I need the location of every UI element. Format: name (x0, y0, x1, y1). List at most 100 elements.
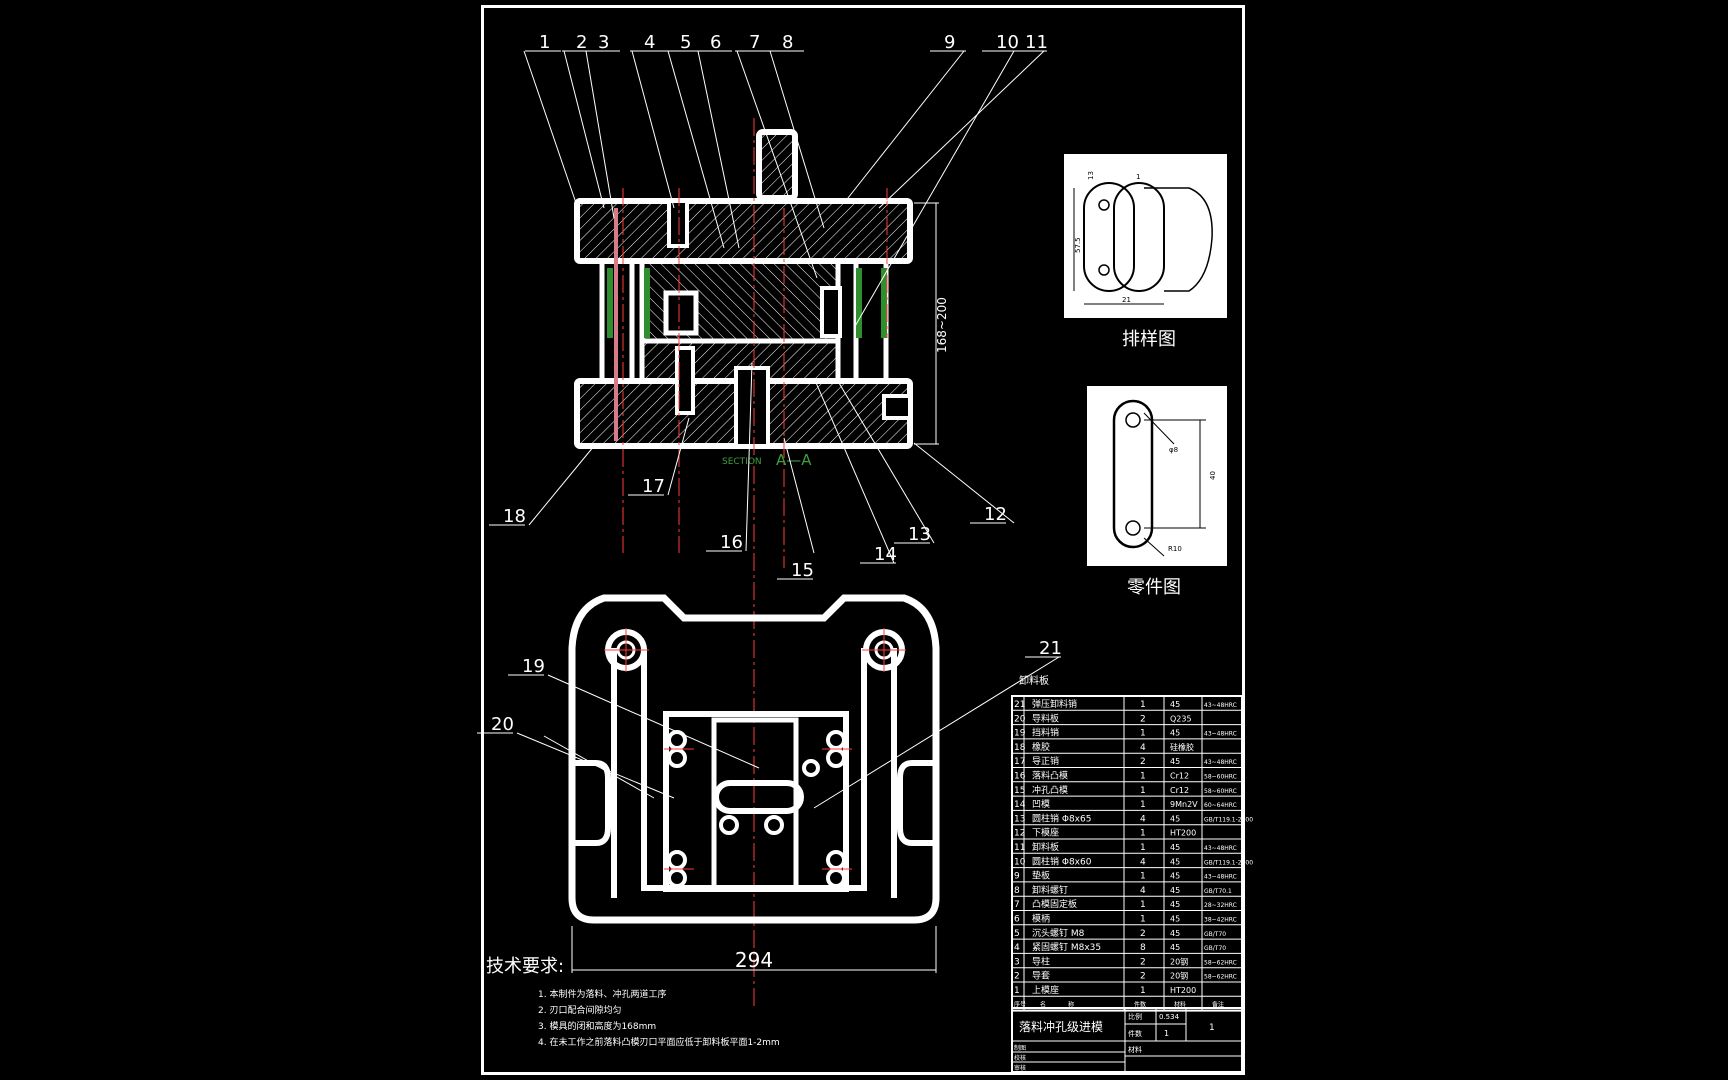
callout-leader-2 (563, 50, 605, 209)
tech-item-3: 3. 模具的闭和高度为168mm (538, 1020, 656, 1032)
bom-cell: 12 (1014, 829, 1025, 839)
bom-cell: 1 (1140, 829, 1146, 839)
section-name: A—A (776, 451, 812, 469)
title-name: 落料冲孔级进模 (1019, 1019, 1103, 1034)
plan-leader-20 (543, 735, 655, 799)
pin-6 (826, 748, 846, 768)
callout-leader-5 (667, 50, 725, 249)
bom-cell: 8 (1140, 943, 1146, 953)
pin-7 (826, 850, 846, 870)
callout-leader-7 (736, 50, 818, 279)
bom-cell: 2 (1140, 972, 1146, 982)
callout-leader-1 (523, 50, 577, 204)
bom-cell: 43~48HRC (1204, 702, 1237, 709)
layout-dim-21: 21 (1122, 296, 1131, 304)
bom-cell: 15 (1014, 786, 1025, 796)
part-dim-40: 40 (1209, 471, 1217, 480)
pin-8 (826, 868, 846, 888)
plan-center-lines (604, 628, 906, 870)
bom-cell: 13 (1014, 814, 1025, 824)
pin-2 (667, 748, 687, 768)
pin-1 (667, 730, 687, 750)
bom-header-cell: 材料 (1174, 1000, 1186, 1008)
bom-cell: 43~48HRC (1204, 845, 1237, 852)
bom-cell: 45 (1170, 757, 1180, 766)
callout-13: 13 (908, 524, 931, 545)
center-lines (622, 118, 888, 1008)
callout-8: 8 (782, 32, 793, 53)
layout-dim-57: 57.5 (1074, 237, 1082, 253)
lower-step (882, 394, 912, 420)
pin-4 (667, 868, 687, 888)
bom-header-cell: 件数 (1134, 1000, 1146, 1008)
bom-cell: 1 (1140, 986, 1146, 996)
callout-18: 18 (503, 506, 526, 527)
bom-cell: 58~62HRC (1204, 974, 1237, 981)
bom-cell: HT200 (1170, 986, 1196, 995)
bom-cell: 导柱 (1032, 955, 1050, 967)
width-label: 294 (735, 948, 773, 972)
bom-cell: 凹模 (1032, 799, 1050, 810)
bom-header-cell: 名 (1040, 1000, 1046, 1008)
callout-leader-14 (813, 377, 895, 564)
callout-16: 16 (720, 532, 743, 553)
closed-height-label: 168~200 (935, 297, 949, 353)
upper-die-plate (574, 198, 913, 264)
layout-inset: 13 21 57.5 1 排样图 (1064, 154, 1227, 350)
bom-cell: 2 (1140, 929, 1146, 939)
bom-cell: 7 (1014, 900, 1020, 910)
bom-cell: 1 (1014, 986, 1020, 996)
callout-19: 19 (522, 656, 545, 677)
callout-17: 17 (642, 476, 665, 497)
title-block: 落料冲孔级进模 比例 0.534 件数 1 1 材料 制图 校核 审核 (1011, 1007, 1243, 1073)
tech-heading: 技术要求: (486, 956, 564, 977)
die-plate (663, 711, 849, 892)
bom-cell: 下模座 (1032, 827, 1059, 839)
lower-bushing (675, 346, 695, 415)
layout-dim-13: 13 (1087, 171, 1095, 180)
slug-channel (734, 366, 770, 448)
bom-cell: 2 (1140, 757, 1146, 767)
bom-cell: 挡料销 (1032, 727, 1059, 739)
bom-cell: 10 (1014, 857, 1026, 867)
bom-cell: Cr12 (1170, 786, 1189, 795)
callout-4: 4 (644, 32, 655, 53)
closed-height-dim: 168~200 (914, 202, 949, 445)
bom-cell: 45 (1170, 729, 1180, 738)
bom-cell: GB/T119.1-2000 (1204, 816, 1253, 823)
bom-cell: 17 (1014, 757, 1025, 767)
row-check: 校核 (1014, 1054, 1026, 1062)
bom-cell: 1 (1140, 800, 1146, 810)
callout-20: 20 (491, 714, 514, 735)
callout-leader-6 (697, 50, 740, 249)
bom-cell: 58~60HRC (1204, 788, 1237, 795)
layout-title: 排样图 (1122, 329, 1176, 350)
bom-cell: 1 (1140, 843, 1146, 853)
bom-cell: GB/T70 (1204, 931, 1226, 938)
callout-leader-9 (843, 50, 965, 204)
tech-item-2: 2. 刃口配合间隙均匀 (538, 1004, 621, 1016)
bom-cell: 导正销 (1032, 755, 1059, 767)
material-label: 材料 (1128, 1045, 1142, 1054)
slot-strip (713, 780, 804, 814)
part-dim-r10: R10 (1168, 545, 1182, 553)
callout-21: 21 (1039, 638, 1062, 659)
bom-cell: 1 (1140, 772, 1146, 782)
bom-cell: Cr12 (1170, 772, 1189, 781)
bom-cell: 58~62HRC (1204, 959, 1237, 966)
bom-cell: 4 (1140, 857, 1146, 867)
plan-view (543, 594, 940, 924)
pin-3 (667, 850, 687, 870)
bom-cell: 2 (1140, 957, 1146, 967)
bom-cell: GB/T70 (1204, 945, 1226, 952)
lower-die-outline (568, 594, 940, 924)
bom-cell: 2 (1140, 714, 1146, 724)
callout-5: 5 (680, 32, 691, 53)
bom-cell: 45 (1170, 857, 1180, 866)
tech-item-4: 4. 在未工作之前落料凸模刃口平面应低于卸料板平面1-2mm (538, 1036, 780, 1048)
callout-11: 11 (1025, 32, 1048, 53)
bom-cell: 58~60HRC (1204, 774, 1237, 781)
width-dim: 294 (571, 926, 937, 973)
